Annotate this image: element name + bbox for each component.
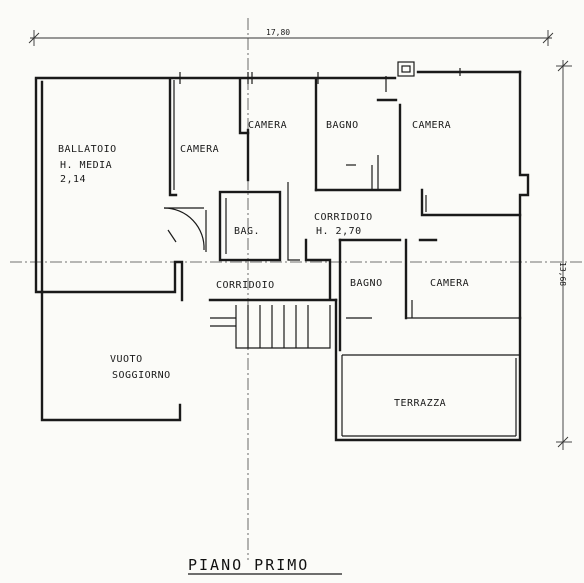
label-corridoio-2: CORRIDOIO [216, 280, 275, 291]
label-camera-2: CAMERA [248, 120, 287, 131]
label-corridoio-1: CORRIDOIO [314, 212, 373, 223]
label-corridoio-1-height: H. 2,70 [316, 226, 362, 237]
label-ballatoio-height-value: 2,14 [60, 174, 86, 185]
room-labels: BALLATOIO H. MEDIA 2,14 CAMERA CAMERA BA… [58, 120, 469, 409]
label-bagno-1: BAGNO [326, 120, 359, 131]
label-camera-4: CAMERA [430, 278, 469, 289]
door-swing [163, 207, 207, 252]
dimension-width-label: 17,80 [266, 28, 290, 37]
label-ballatoio-height: H. MEDIA [60, 160, 112, 171]
exterior-walls [34, 70, 530, 442]
label-vuoto: VUOTO [110, 354, 143, 365]
label-bag: BAG. [234, 226, 260, 237]
dimension-height-label: 13,68 [558, 262, 567, 286]
label-soggiorno: SOGGIORNO [112, 370, 171, 381]
label-ballatoio: BALLATOIO [58, 144, 117, 155]
label-camera-1: CAMERA [180, 144, 219, 155]
label-terrazza: TERRAZZA [394, 398, 446, 409]
plan-title: PIANO PRIMO [188, 556, 309, 574]
dimension-right: 13,68 [556, 60, 572, 450]
dimension-top: 17,80 [28, 28, 554, 46]
windows-top [179, 61, 461, 92]
label-bagno-2: BAGNO [350, 278, 383, 289]
interior-walls [168, 78, 522, 352]
label-camera-3: CAMERA [412, 120, 451, 131]
staircase [210, 305, 331, 349]
